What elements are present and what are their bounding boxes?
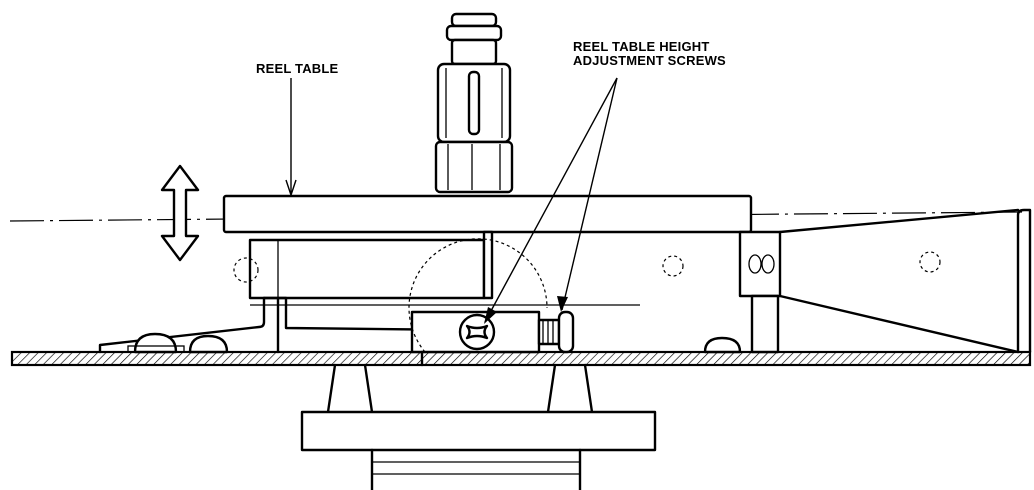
screws-label-line2: ADJUSTMENT SCREWS <box>573 53 726 68</box>
right-arm <box>738 208 1020 354</box>
reel-table-plate <box>222 194 753 234</box>
reel-table-bracket <box>98 230 640 354</box>
hole-center <box>662 255 684 277</box>
screws-leader <box>484 77 618 324</box>
phillips-screw-icon <box>458 313 496 351</box>
hole-left <box>233 257 259 283</box>
motor-housing <box>300 363 657 490</box>
screws-label-line1: REEL TABLE HEIGHT <box>573 39 710 54</box>
reel-table-label: REEL TABLE <box>256 61 339 76</box>
horizontal-screw <box>537 310 575 354</box>
double-headed-vertical-arrow-icon <box>160 164 200 262</box>
spindle <box>434 12 514 194</box>
base-screws <box>127 332 742 354</box>
reel-table-leader <box>285 78 297 198</box>
hole-right <box>919 251 941 273</box>
